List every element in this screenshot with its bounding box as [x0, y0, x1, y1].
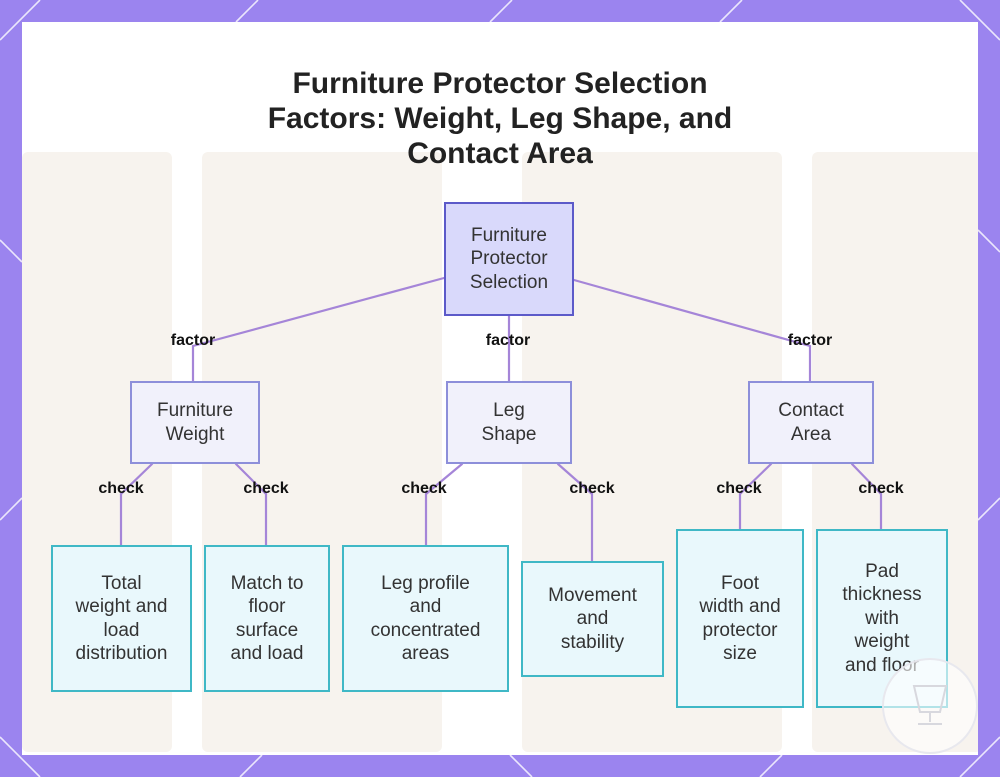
edge-label-check: check — [569, 480, 615, 497]
node-text-line: and load — [230, 643, 304, 664]
node-text-line: protector — [702, 619, 778, 641]
connector-line — [424, 462, 464, 496]
node-text-line: width and — [699, 596, 781, 617]
root-node: Furniture Protector Selection — [444, 202, 574, 316]
edge-label-check: check — [98, 480, 144, 497]
check-node-leg-profile: Leg profile and concentrated areas — [342, 545, 509, 692]
edge-label-factor: factor — [787, 332, 833, 349]
node-text-line: and — [576, 608, 609, 630]
node-text-line: Total — [101, 572, 142, 594]
node-text-line: areas — [401, 643, 450, 664]
node-text-line: thickness — [842, 584, 922, 606]
node-text-line: Area — [790, 423, 832, 445]
connector-line — [556, 462, 594, 496]
connector-line — [119, 462, 154, 496]
check-node-foot-width: Foot width and protector size — [676, 529, 804, 708]
node-text-line: weight and — [75, 596, 168, 617]
node-text-line: concentrated — [370, 619, 481, 641]
connector-line — [191, 276, 446, 348]
connector-line — [234, 462, 268, 496]
node-text-line: size — [723, 643, 757, 664]
node-text-line: Foot — [720, 572, 760, 594]
node-text-line: Selection — [469, 271, 549, 293]
watermark-badge — [882, 658, 978, 754]
node-text-line: Leg profile — [381, 572, 470, 594]
connector-line — [850, 462, 883, 496]
node-text-line: and — [409, 596, 442, 617]
factor-node-contact-area: Contact Area — [748, 381, 874, 464]
factor-node-leg-shape: Leg Shape — [446, 381, 572, 464]
node-text-line: Furniture — [156, 400, 234, 421]
diagram-title: Furniture Protector Selection Factors: W… — [230, 66, 770, 171]
title-line: Factors: Weight, Leg Shape, and — [267, 102, 733, 135]
title-line: Furniture Protector Selection — [292, 67, 708, 100]
connector-line — [738, 462, 773, 496]
node-text-line: Pad — [865, 560, 899, 582]
connector-line — [572, 278, 812, 348]
node-text-line: stability — [560, 631, 625, 653]
check-node-total-weight: Total weight and load distribution — [51, 545, 192, 692]
edge-label-factor: factor — [485, 332, 531, 349]
node-text-line: weight — [854, 631, 910, 653]
node-text-line: Leg — [493, 400, 525, 421]
edge-label-check: check — [243, 480, 289, 497]
node-text-line: Match to — [230, 572, 304, 594]
factor-node-weight: Furniture Weight — [130, 381, 260, 464]
node-text-line: floor — [248, 596, 286, 617]
check-node-floor-match: Match to floor surface and load — [204, 545, 330, 692]
node-text-line: load — [103, 619, 140, 641]
edge-label-check: check — [716, 480, 762, 497]
node-text-line: with — [865, 607, 899, 629]
edge-label-check: check — [401, 480, 447, 497]
node-text-line: surface — [235, 619, 299, 641]
node-text-line: Furniture — [470, 224, 547, 246]
node-text-line: distribution — [75, 643, 168, 664]
title-line: Contact Area — [407, 137, 593, 170]
node-text-line: Contact — [778, 400, 844, 421]
node-text-line: Weight — [165, 423, 225, 445]
node-text-line: Protector — [470, 248, 548, 270]
node-text-line: Movement — [548, 584, 637, 606]
edge-label-check: check — [858, 480, 904, 497]
edge-label-factor: factor — [170, 332, 216, 349]
node-text-line: Shape — [481, 423, 537, 445]
cup-logo-icon — [912, 685, 948, 725]
check-node-movement: Movement and stability — [521, 561, 664, 677]
